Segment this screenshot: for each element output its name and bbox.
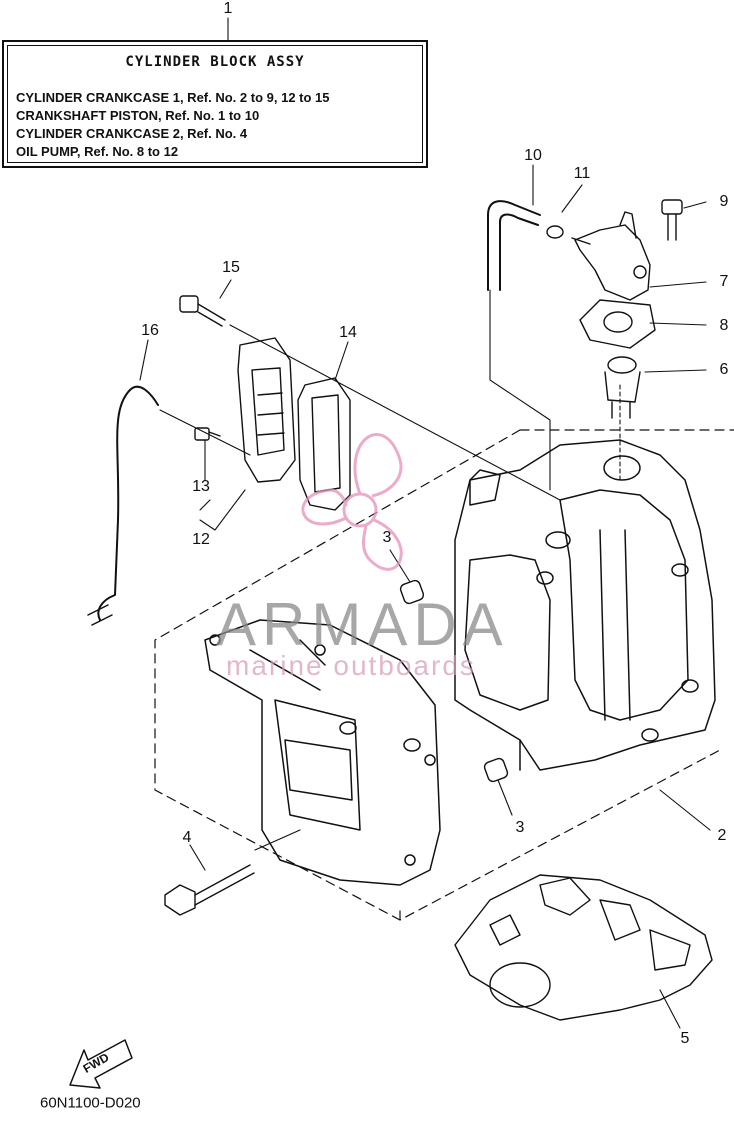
- callout-16: 16: [141, 322, 159, 339]
- callout-15: 15: [222, 259, 240, 276]
- figure-code: 60N1100-D020: [40, 1094, 141, 1112]
- hose-10: [487, 200, 541, 291]
- callout-2: 2: [717, 827, 727, 844]
- bolt-9: [661, 199, 683, 241]
- clip-11: [546, 225, 564, 239]
- callout-11: 11: [573, 165, 591, 182]
- callout-13: 13: [192, 478, 210, 495]
- callout-4: 4: [182, 829, 192, 846]
- callout-14: 14: [339, 324, 357, 341]
- callout-12: 12: [192, 531, 210, 548]
- dowel-pin-3a: [399, 579, 425, 605]
- gasket-8: [579, 299, 656, 349]
- fitting-13: [194, 427, 221, 441]
- title-box-inner: [7, 45, 423, 163]
- dowel-pin-3b: [483, 757, 509, 783]
- thermostat-cover-7: [571, 211, 651, 301]
- callout-5: 5: [680, 1030, 690, 1047]
- fwd-arrow: [69, 1039, 133, 1089]
- callout-3: 3: [515, 819, 525, 836]
- callout-9: 9: [719, 193, 729, 210]
- title-box-line: CYLINDER CRANKCASE 1, Ref. No. 2 to 9, 1…: [16, 90, 330, 105]
- title-box-line: CYLINDER CRANKCASE 2, Ref. No. 4: [16, 126, 248, 141]
- gasket-5: [454, 874, 713, 1021]
- callout-10: 10: [524, 147, 542, 164]
- gasket-14: [297, 377, 351, 511]
- title-box-line: OIL PUMP, Ref. No. 8 to 12: [16, 144, 179, 159]
- callout-7: 7: [719, 273, 729, 290]
- watermark-brand: ARMADA: [216, 591, 509, 658]
- callout-1: 1: [223, 0, 233, 17]
- callout-8: 8: [719, 317, 729, 334]
- bolt-15: [179, 295, 226, 327]
- title-box: CYLINDER BLOCK ASSY CYLINDER CRANKCASE 1…: [2, 40, 428, 168]
- cylinder-block-2: [454, 439, 716, 771]
- leader-lines: [139, 17, 711, 1029]
- callout-3: 3: [382, 529, 392, 546]
- watermark-propeller-logo: [301, 433, 403, 571]
- dashed-assembly-outline: [154, 429, 734, 921]
- bolt-4: [164, 864, 255, 916]
- callout-6: 6: [719, 361, 729, 378]
- watermark-tagline: marine outboards: [226, 650, 476, 681]
- title-box-line: CRANKSHAFT PISTON, Ref. No. 1 to 10: [16, 108, 260, 123]
- cover-12: [237, 337, 296, 483]
- title-box-heading: CYLINDER BLOCK ASSY: [125, 54, 305, 70]
- thermostat-6: [604, 356, 641, 419]
- hose-16: [97, 385, 159, 621]
- crankcase-4: [204, 619, 441, 886]
